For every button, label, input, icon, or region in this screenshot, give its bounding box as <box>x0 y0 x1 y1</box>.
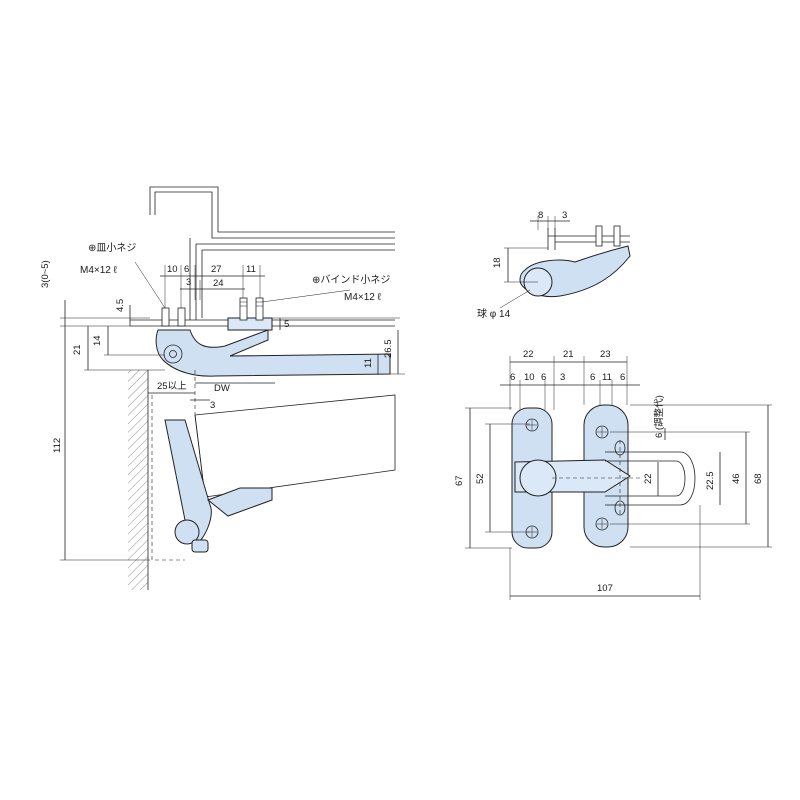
dw-label: DW <box>214 383 230 394</box>
frame-profile <box>149 186 395 233</box>
front-dim-52: 52 <box>475 473 486 484</box>
top-view: 8 3 18 球 φ 14 <box>477 210 631 320</box>
dim-26-5: 26.5 <box>383 340 394 359</box>
front-dim-3: 3 <box>560 372 565 383</box>
front-dim-11: 11 <box>602 372 612 383</box>
front-dim-6d: 6 <box>620 372 625 383</box>
dim-3-0-5: 3(0~5) <box>40 260 51 288</box>
screw-flat-left <box>161 307 186 327</box>
front-dim-6b: 6 <box>541 372 546 383</box>
dim-11-right: 11 <box>363 358 374 368</box>
clearance-label: 25以上 <box>157 381 187 392</box>
dim-10: 10 <box>167 264 178 275</box>
dim-27: 27 <box>211 264 222 275</box>
front-dim-22b: 22 <box>643 473 654 484</box>
front-view: 22 21 23 6 10 6 3 6 11 6 67 52 22 22.5 4… <box>454 349 772 600</box>
bracket-plate <box>227 317 273 331</box>
dim-24: 24 <box>213 278 224 289</box>
front-dim-46: 46 <box>731 473 742 484</box>
adjust-label: 6 (調整代) <box>653 395 665 438</box>
front-dim-6a: 6 <box>510 372 515 383</box>
dim-3-bottom: 3 <box>210 400 215 411</box>
dim-3: 3 <box>186 277 191 288</box>
side-dimensions <box>60 261 405 561</box>
dim-112: 112 <box>52 438 63 453</box>
top-dim-8: 8 <box>538 210 543 221</box>
front-dim-10: 10 <box>524 372 535 383</box>
top-dim-3: 3 <box>562 210 567 221</box>
front-dim-22-5: 22.5 <box>705 472 716 491</box>
u-loop <box>605 451 696 506</box>
screw-flat-label: ⊕皿小ネジ <box>88 242 136 254</box>
front-dim-6c: 6 <box>590 372 595 383</box>
wall-hatch <box>128 370 148 590</box>
dim-4-5: 4.5 <box>115 299 126 312</box>
front-dim-107: 107 <box>597 583 613 594</box>
front-dim-21: 21 <box>563 349 574 360</box>
door-panel <box>194 394 396 498</box>
dim-5: 5 <box>284 319 289 330</box>
screw-flat-size: M4×12 ℓ <box>80 265 118 276</box>
dim-6: 6 <box>184 264 189 275</box>
ball-label: 球 φ 14 <box>477 307 511 320</box>
screw-bind-right <box>239 297 264 321</box>
dim-14: 14 <box>92 335 103 346</box>
guard-arm <box>155 329 391 377</box>
side-view: ⊕皿小ネジ M4×12 ℓ ⊕バインド小ネジ M4×12 ℓ 3(0~5) 4.… <box>40 186 405 590</box>
screw-bind-size: M4×12 ℓ <box>344 292 382 303</box>
dim-11: 11 <box>246 264 256 275</box>
dim-21: 21 <box>72 344 83 355</box>
screw-bind-label: ⊕バインド小ネジ <box>312 274 390 286</box>
front-dimensions <box>465 356 772 600</box>
top-dim-18: 18 <box>492 257 503 268</box>
front-dim-23: 23 <box>600 349 611 360</box>
front-dim-22: 22 <box>523 349 534 360</box>
front-dim-68: 68 <box>753 473 764 484</box>
front-dim-67: 67 <box>454 475 465 486</box>
